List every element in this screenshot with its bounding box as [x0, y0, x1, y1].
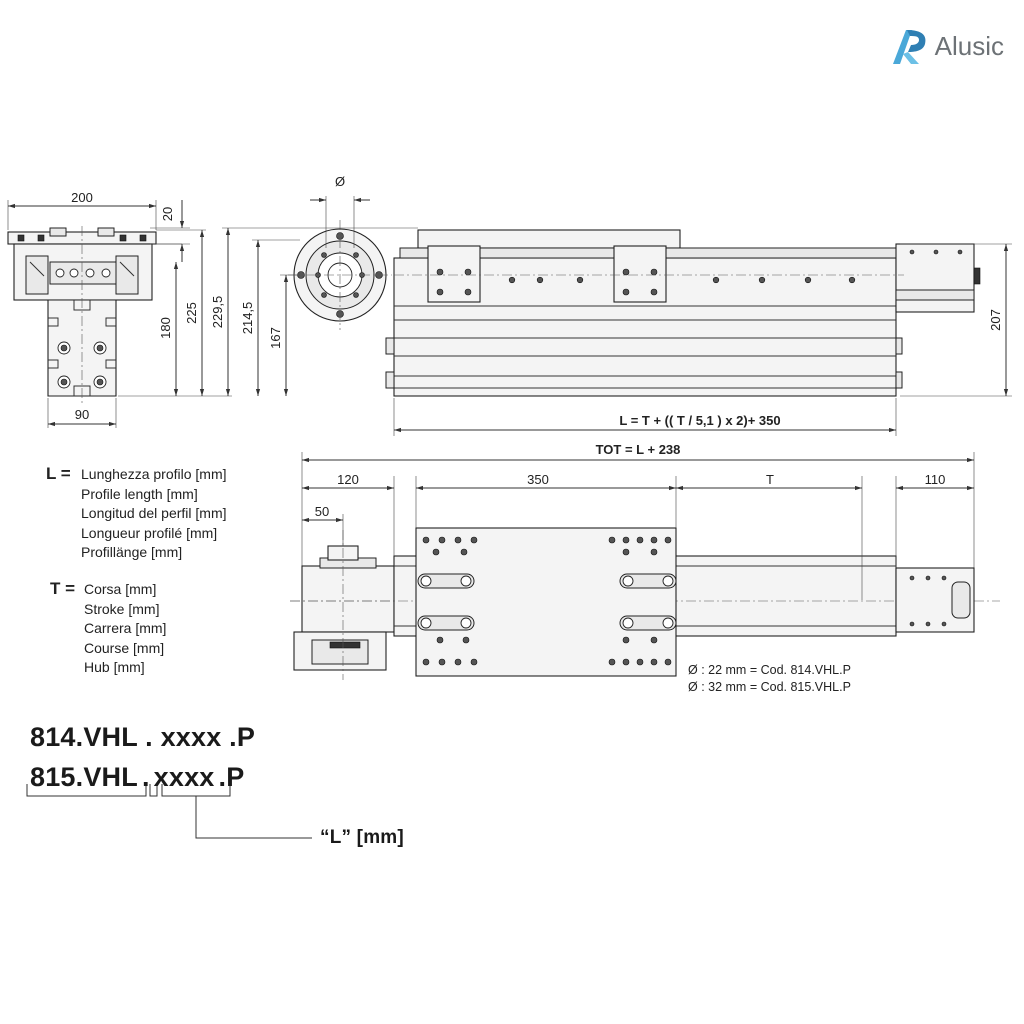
legend-T-line-4: Course [mm]: [84, 639, 165, 656]
formula-TOT: TOT = L + 238: [596, 442, 681, 457]
end-view: [7, 226, 157, 404]
note-diameter-32: Ø : 32 mm = Cod. 815.VHL.P: [688, 680, 851, 694]
legend-L-line-1: Lunghezza profilo [mm]: [81, 466, 227, 482]
side-view-dimensions: Ø 229,5 214,5 167 207 L = T + (( T / 5,1…: [210, 174, 1012, 568]
legend-T: T = Corsa [mm] Stroke [mm] Carrera [mm] …: [50, 579, 250, 689]
dim-207: 207: [988, 309, 1003, 331]
dim-50: 50: [315, 504, 329, 519]
alusic-logo-icon: [892, 30, 926, 64]
dim-110: 110: [925, 472, 946, 487]
top-view: [290, 527, 1000, 680]
dim-20: 20: [160, 207, 175, 221]
dim-229-5: 229,5: [210, 296, 225, 329]
code-815-prefix: 815.VHL: [30, 762, 138, 792]
legend-L-line-5: Profillänge [mm]: [81, 544, 183, 560]
dim-225: 225: [184, 302, 199, 324]
note-diameter-22: Ø : 22 mm = Cod. 814.VHL.P: [688, 663, 851, 677]
code-815-dot: .: [141, 762, 150, 792]
legend-T-line-2: Stroke [mm]: [84, 600, 160, 617]
hole-pattern-right: [608, 536, 672, 666]
dim-90: 90: [75, 407, 89, 422]
legend-L-line-3: Longitud del perfil [mm]: [81, 505, 227, 521]
legend-L: L = Lunghezza profilo [mm] Profile lengt…: [46, 464, 286, 574]
dim-120: 120: [337, 472, 359, 487]
end-view-dimensions: 200 20 180 225 90: [7, 190, 232, 428]
legend-T-line-1: Corsa [mm]: [84, 581, 157, 597]
dim-T: T: [766, 472, 774, 487]
dim-350: 350: [527, 472, 549, 487]
code-814: 814.VHL . xxxx .P: [30, 722, 256, 752]
code-callout-lines: [26, 784, 312, 839]
legend-L-key: L =: [46, 464, 71, 483]
code-815: 815.VHL.xxxx.P: [30, 762, 244, 793]
legend-T-line-5: Hub [mm]: [84, 659, 145, 675]
callout-L-mm: “L” [mm]: [320, 827, 404, 848]
legend-T-key: T =: [50, 579, 76, 598]
formula-L: L = T + (( T / 5,1 ) x 2)+ 350: [619, 413, 780, 428]
brand-name: Alusic: [934, 30, 1004, 61]
dim-diameter: Ø: [335, 174, 345, 189]
top-view-dimensions: 120 350 T 110 50: [302, 472, 974, 600]
legend-T-line-3: Carrera [mm]: [84, 620, 167, 636]
code-815-variable: xxxx: [153, 762, 215, 792]
dim-200: 200: [71, 190, 93, 205]
brand-logo: Alusic: [889, 24, 1004, 68]
code-815-suffix: .P: [218, 762, 245, 792]
legend-L-line-2: Profile length [mm]: [81, 485, 198, 502]
side-view: [288, 220, 981, 397]
legend-L-line-4: Longueur profilé [mm]: [81, 524, 218, 541]
dim-167: 167: [268, 327, 283, 349]
hole-pattern-left: [422, 536, 478, 666]
dim-214-5: 214,5: [240, 302, 255, 335]
dim-180: 180: [158, 317, 173, 339]
